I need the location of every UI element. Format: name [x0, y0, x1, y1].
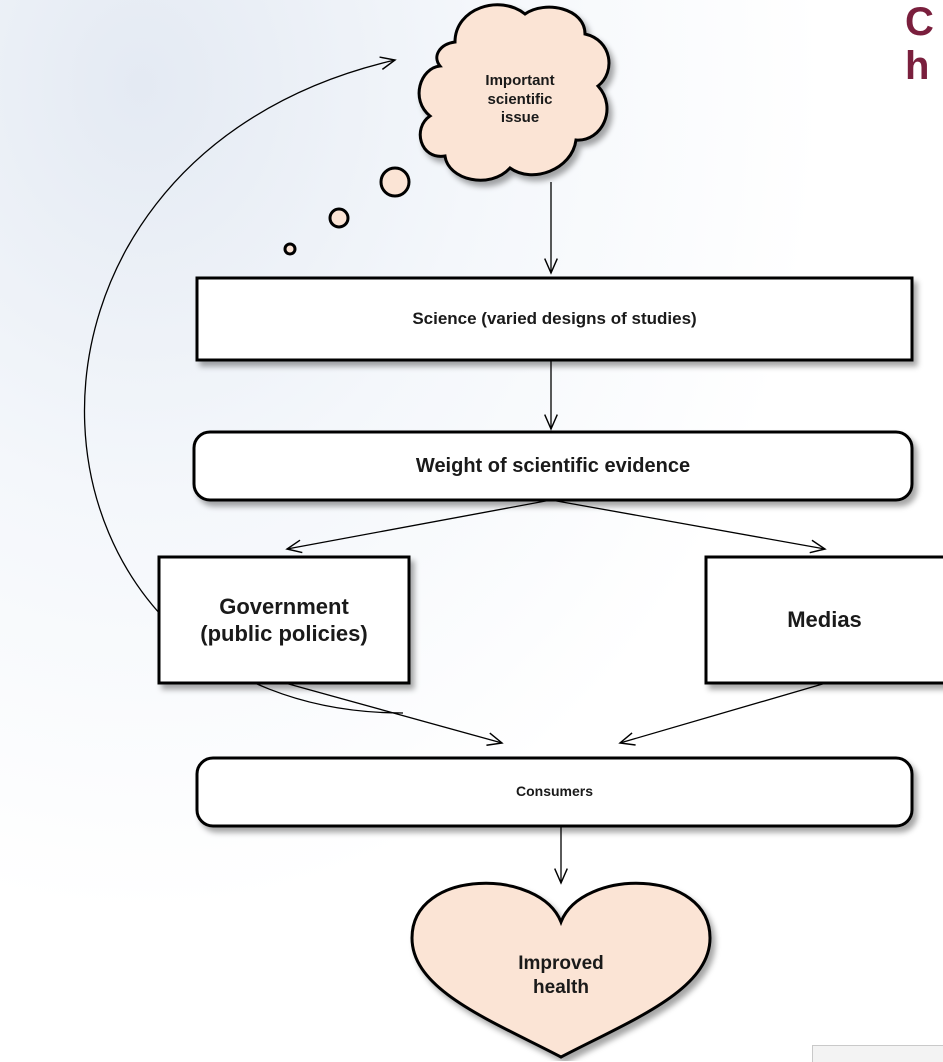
consumers-box — [195, 756, 914, 828]
corner-panel-edge — [812, 1045, 943, 1062]
arrow-medias-to-consumers — [618, 682, 827, 746]
science-box — [195, 276, 914, 362]
thought-bubble-medium — [328, 207, 350, 229]
issue-text: Important scientific issue — [485, 71, 555, 127]
science-box-label: Science (varied designs of studies) — [197, 278, 912, 360]
government-box-label: Government (public policies) — [159, 557, 409, 683]
consumers-text: Consumers — [515, 783, 594, 800]
issue-cloud-shape — [417, 3, 611, 182]
arrow-evidence-to-medias — [550, 499, 827, 554]
evidence-box-label: Weight of scientific evidence — [194, 432, 912, 500]
medias-text: Medias — [787, 607, 862, 633]
thought-bubble-small — [283, 242, 297, 256]
government-box — [157, 555, 411, 685]
slide-title-partial: C h — [905, 0, 943, 88]
issue-cloud-label: Important scientific issue — [455, 50, 585, 150]
government-text-line-1: Government — [219, 593, 349, 619]
health-text-line-2: health — [533, 977, 589, 998]
consumers-box-label: Consumers — [197, 758, 912, 826]
arrow-government-to-consumers — [284, 682, 504, 746]
health-heart-label: Improved health — [461, 936, 661, 1016]
health-text-line-1: Improved — [518, 953, 604, 975]
arrow-evidence-to-government — [285, 499, 552, 554]
medias-box — [704, 555, 943, 685]
title-line-1: C — [905, 0, 934, 44]
title-line-2: h — [905, 44, 930, 88]
government-text-line-2: (public policies) — [200, 621, 368, 646]
evidence-box — [192, 430, 914, 502]
evidence-text: Weight of scientific evidence — [415, 454, 691, 477]
science-text: Science (varied designs of studies) — [412, 309, 697, 329]
medias-box-label: Medias — [706, 557, 943, 683]
health-heart-shape — [410, 881, 712, 1059]
thought-bubble-large — [379, 166, 411, 198]
